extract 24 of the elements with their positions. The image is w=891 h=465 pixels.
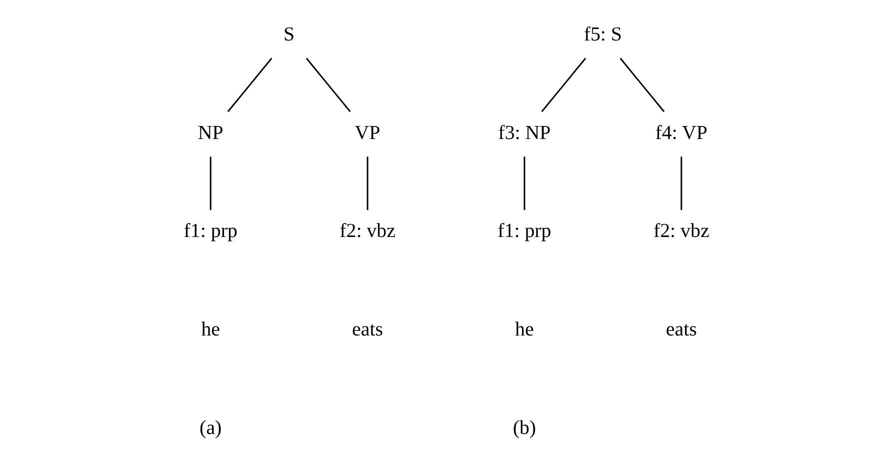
node-text: S [283,23,294,46]
connector [540,58,586,112]
node-text: f5: S [583,23,622,46]
label: eats [665,318,696,341]
label: (b) [512,417,536,440]
node-text: f3: NP [498,122,550,144]
connector [619,58,664,112]
connector [226,58,272,112]
label: he [514,318,534,341]
connector [680,156,682,210]
label: he [200,318,220,341]
connector [305,58,350,112]
node-text: f2: vbz [652,220,709,242]
node-text: f1: prp [183,220,237,242]
connector [209,156,211,210]
node-text: f1: prp [497,220,551,242]
label: (a) [199,417,222,440]
node-text: f2: vbz [339,220,395,242]
node-text: NP [197,122,223,144]
connector [523,156,525,210]
node-text: VP [354,122,380,144]
node-text: f4: VP [654,122,707,144]
connector [366,156,368,210]
label: eats [352,318,383,341]
